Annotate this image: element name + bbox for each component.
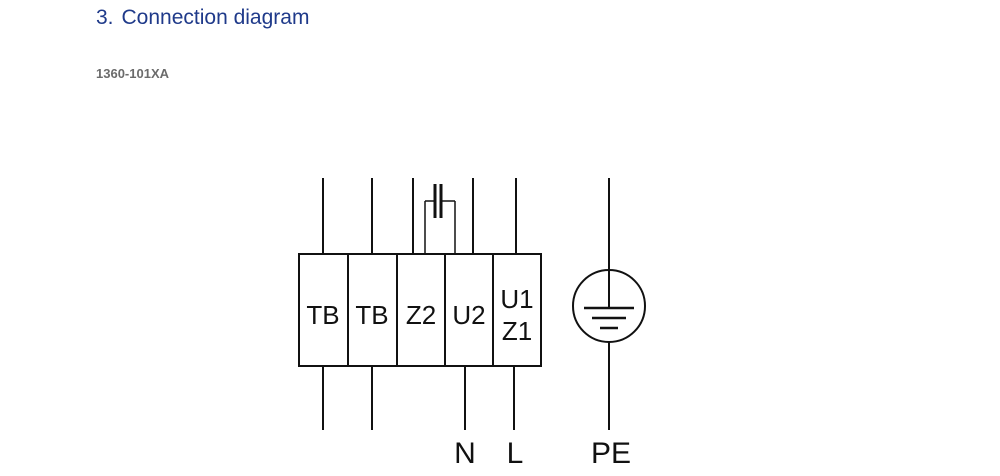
terminal-label-tb-1: TB bbox=[306, 300, 339, 330]
model-code: 1360-101XA bbox=[96, 66, 169, 81]
terminal-block: TB TB Z2 U2 U1 Z1 bbox=[298, 253, 542, 367]
section-number: 3. bbox=[96, 6, 114, 29]
capacitor-icon bbox=[424, 184, 456, 254]
terminal-label-u1: U1 bbox=[500, 284, 533, 314]
upper-wires bbox=[322, 178, 517, 254]
terminal-label-z2: Z2 bbox=[406, 300, 436, 330]
wire-label-earth: PE bbox=[591, 437, 631, 470]
section-title: 3. Connection diagram bbox=[96, 4, 309, 32]
lower-wires bbox=[322, 366, 515, 430]
wire-label-neutral: N bbox=[454, 437, 476, 470]
terminal-label-z1: Z1 bbox=[502, 316, 532, 346]
wire-label-line: L bbox=[507, 437, 524, 470]
terminal-label-u2: U2 bbox=[452, 300, 485, 330]
section-title-text: Connection diagram bbox=[121, 6, 310, 29]
terminal-label-tb-2: TB bbox=[355, 300, 388, 330]
protective-earth-icon bbox=[572, 178, 646, 430]
